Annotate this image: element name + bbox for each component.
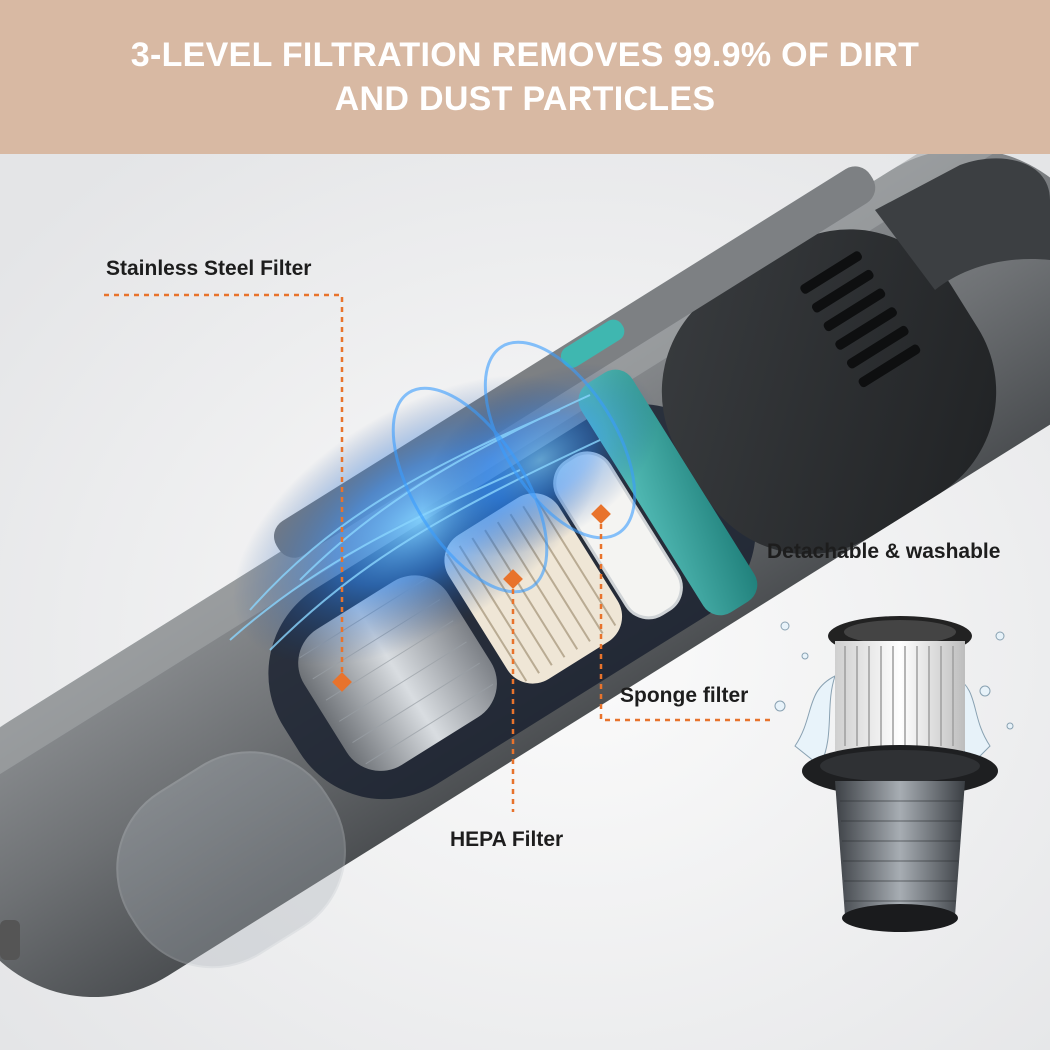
- product-scene: Stainless Steel Filter HEPA Filter Spong…: [0, 154, 1050, 1050]
- title-line-1: 3-LEVEL FILTRATION REMOVES 99.9% OF DIRT: [130, 36, 920, 74]
- header-banner: 3-LEVEL FILTRATION REMOVES 99.9% OF DIRT…: [0, 0, 1050, 154]
- page-title: 3-LEVEL FILTRATION REMOVES 99.9% OF DIRT…: [131, 33, 919, 121]
- detachable-washable-label: Detachable & washable: [767, 540, 1001, 563]
- stainless-steel-filter-label: Stainless Steel Filter: [106, 257, 312, 280]
- hepa-filter-label: HEPA Filter: [450, 828, 564, 851]
- sponge-filter-label: Sponge filter: [620, 684, 749, 707]
- filter-assembly-illustration: [774, 616, 1014, 932]
- title-line-2: AND DUST PARTICLES: [334, 80, 716, 118]
- callout-lines: [104, 293, 770, 812]
